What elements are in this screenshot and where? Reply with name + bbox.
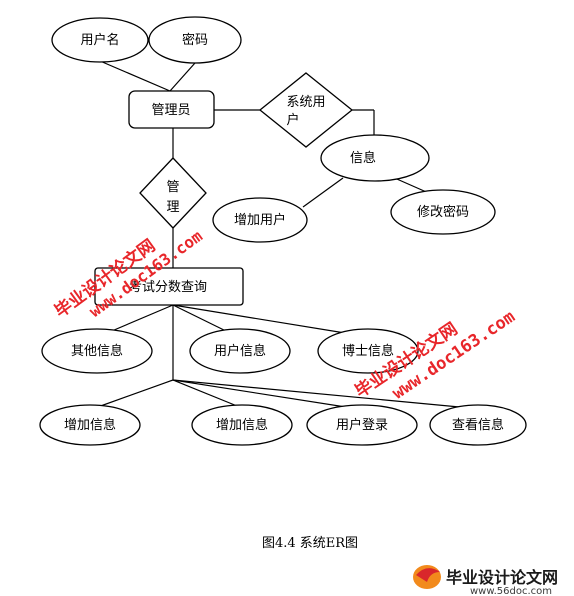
attribute-doctor-info: 博士信息 (317, 328, 419, 374)
site-logo: 毕业设计论文网 www.56doc.com (413, 565, 558, 596)
attribute-add-user: 增加用户 (212, 197, 308, 243)
logo-url: www.56doc.com (470, 586, 552, 596)
attribute-user-login: 用户登录 (306, 404, 418, 446)
connector-lines (94, 60, 471, 409)
attribute-info: 信息 (320, 134, 430, 182)
relationship-system-user: 系统用 户 (258, 72, 354, 148)
attribute-doctor-info-label: 博士信息 (342, 343, 394, 359)
entity-exam-query: 考试分数查询 (94, 267, 244, 306)
attribute-username: 用户名 (51, 17, 149, 63)
attribute-view-info-label: 查看信息 (452, 417, 504, 433)
relationship-manage-label-2: 理 (166, 200, 179, 215)
entity-admin: 管理员 (128, 90, 215, 129)
attribute-change-password: 修改密码 (390, 189, 496, 235)
attribute-user-login-label: 用户登录 (336, 417, 388, 433)
attribute-add-user-label: 增加用户 (234, 212, 286, 228)
logo-swoosh-icon (416, 568, 440, 582)
attribute-username-label: 用户名 (80, 32, 119, 48)
relationship-manage: 管 理 (139, 157, 207, 229)
attribute-view-info: 查看信息 (429, 404, 527, 446)
entity-admin-label: 管理员 (151, 103, 190, 118)
entity-exam-query-label: 考试分数查询 (129, 280, 207, 295)
attribute-user-info-label: 用户信息 (214, 343, 266, 359)
attribute-other-info: 其他信息 (41, 328, 153, 374)
attribute-add-info-1-label: 增加信息 (64, 417, 116, 433)
attribute-add-info-2-label: 增加信息 (216, 417, 268, 433)
relationship-system-user-label-1: 系统用 (286, 95, 325, 110)
attribute-password-label: 密码 (182, 32, 208, 48)
attribute-other-info-label: 其他信息 (71, 343, 123, 359)
attribute-user-info: 用户信息 (189, 328, 291, 374)
attribute-info-label: 信息 (350, 150, 376, 166)
attribute-add-info-1: 增加信息 (39, 404, 141, 446)
attribute-change-password-label: 修改密码 (417, 204, 469, 220)
relationship-manage-label-1: 管 (166, 180, 179, 195)
attribute-password: 密码 (148, 16, 242, 64)
attribute-add-info-2: 增加信息 (191, 404, 293, 446)
figure-caption: 图4.4 系统ER图 (262, 536, 358, 551)
logo-text: 毕业设计论文网 (446, 568, 558, 587)
relationship-system-user-label-2: 户 (286, 112, 299, 128)
